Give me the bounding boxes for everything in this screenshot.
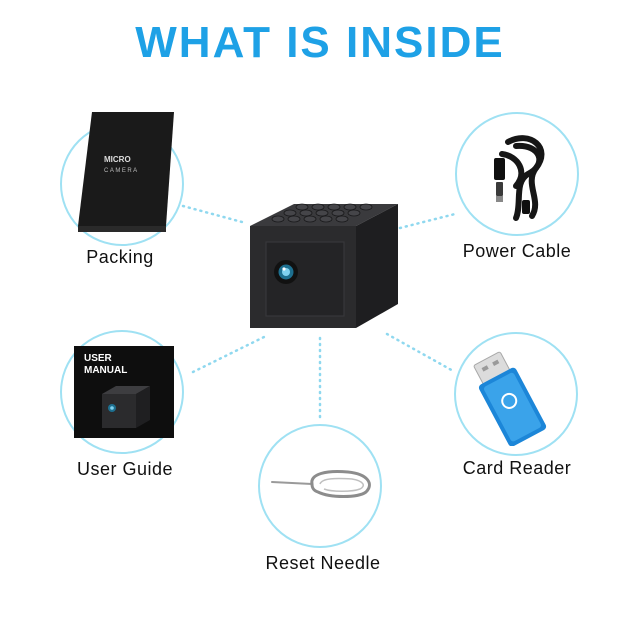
power-cable-label: Power Cable: [462, 241, 572, 261]
user-guide-image: USER MANUAL: [74, 346, 174, 438]
packing-box-text: MICRO: [104, 155, 131, 164]
reset-needle-image: [271, 470, 371, 498]
card-reader-image: [473, 351, 547, 446]
packing-box-image: MICRO CAMERA: [78, 112, 174, 232]
reset-needle-circle: [258, 424, 382, 548]
card-reader-label: Card Reader: [462, 458, 572, 478]
connector-packing: [181, 204, 244, 224]
user-guide-cover-text-2: MANUAL: [84, 365, 127, 376]
connector-card-reader: [385, 332, 457, 374]
user-guide-cover-text-1: USER: [84, 353, 113, 364]
connector-user-guide: [191, 335, 266, 374]
power-cable-image: [494, 135, 545, 221]
camera-product-image: [250, 203, 398, 328]
user-guide-label: User Guide: [76, 459, 174, 479]
packing-box-subtext: CAMERA: [104, 168, 139, 174]
reset-needle-label: Reset Needle: [265, 553, 381, 573]
power-cable-circle: [455, 112, 579, 236]
connector-power-cable: [398, 212, 457, 230]
packing-label: Packing: [86, 247, 154, 267]
page-title: WHAT IS INSIDE: [135, 18, 505, 67]
